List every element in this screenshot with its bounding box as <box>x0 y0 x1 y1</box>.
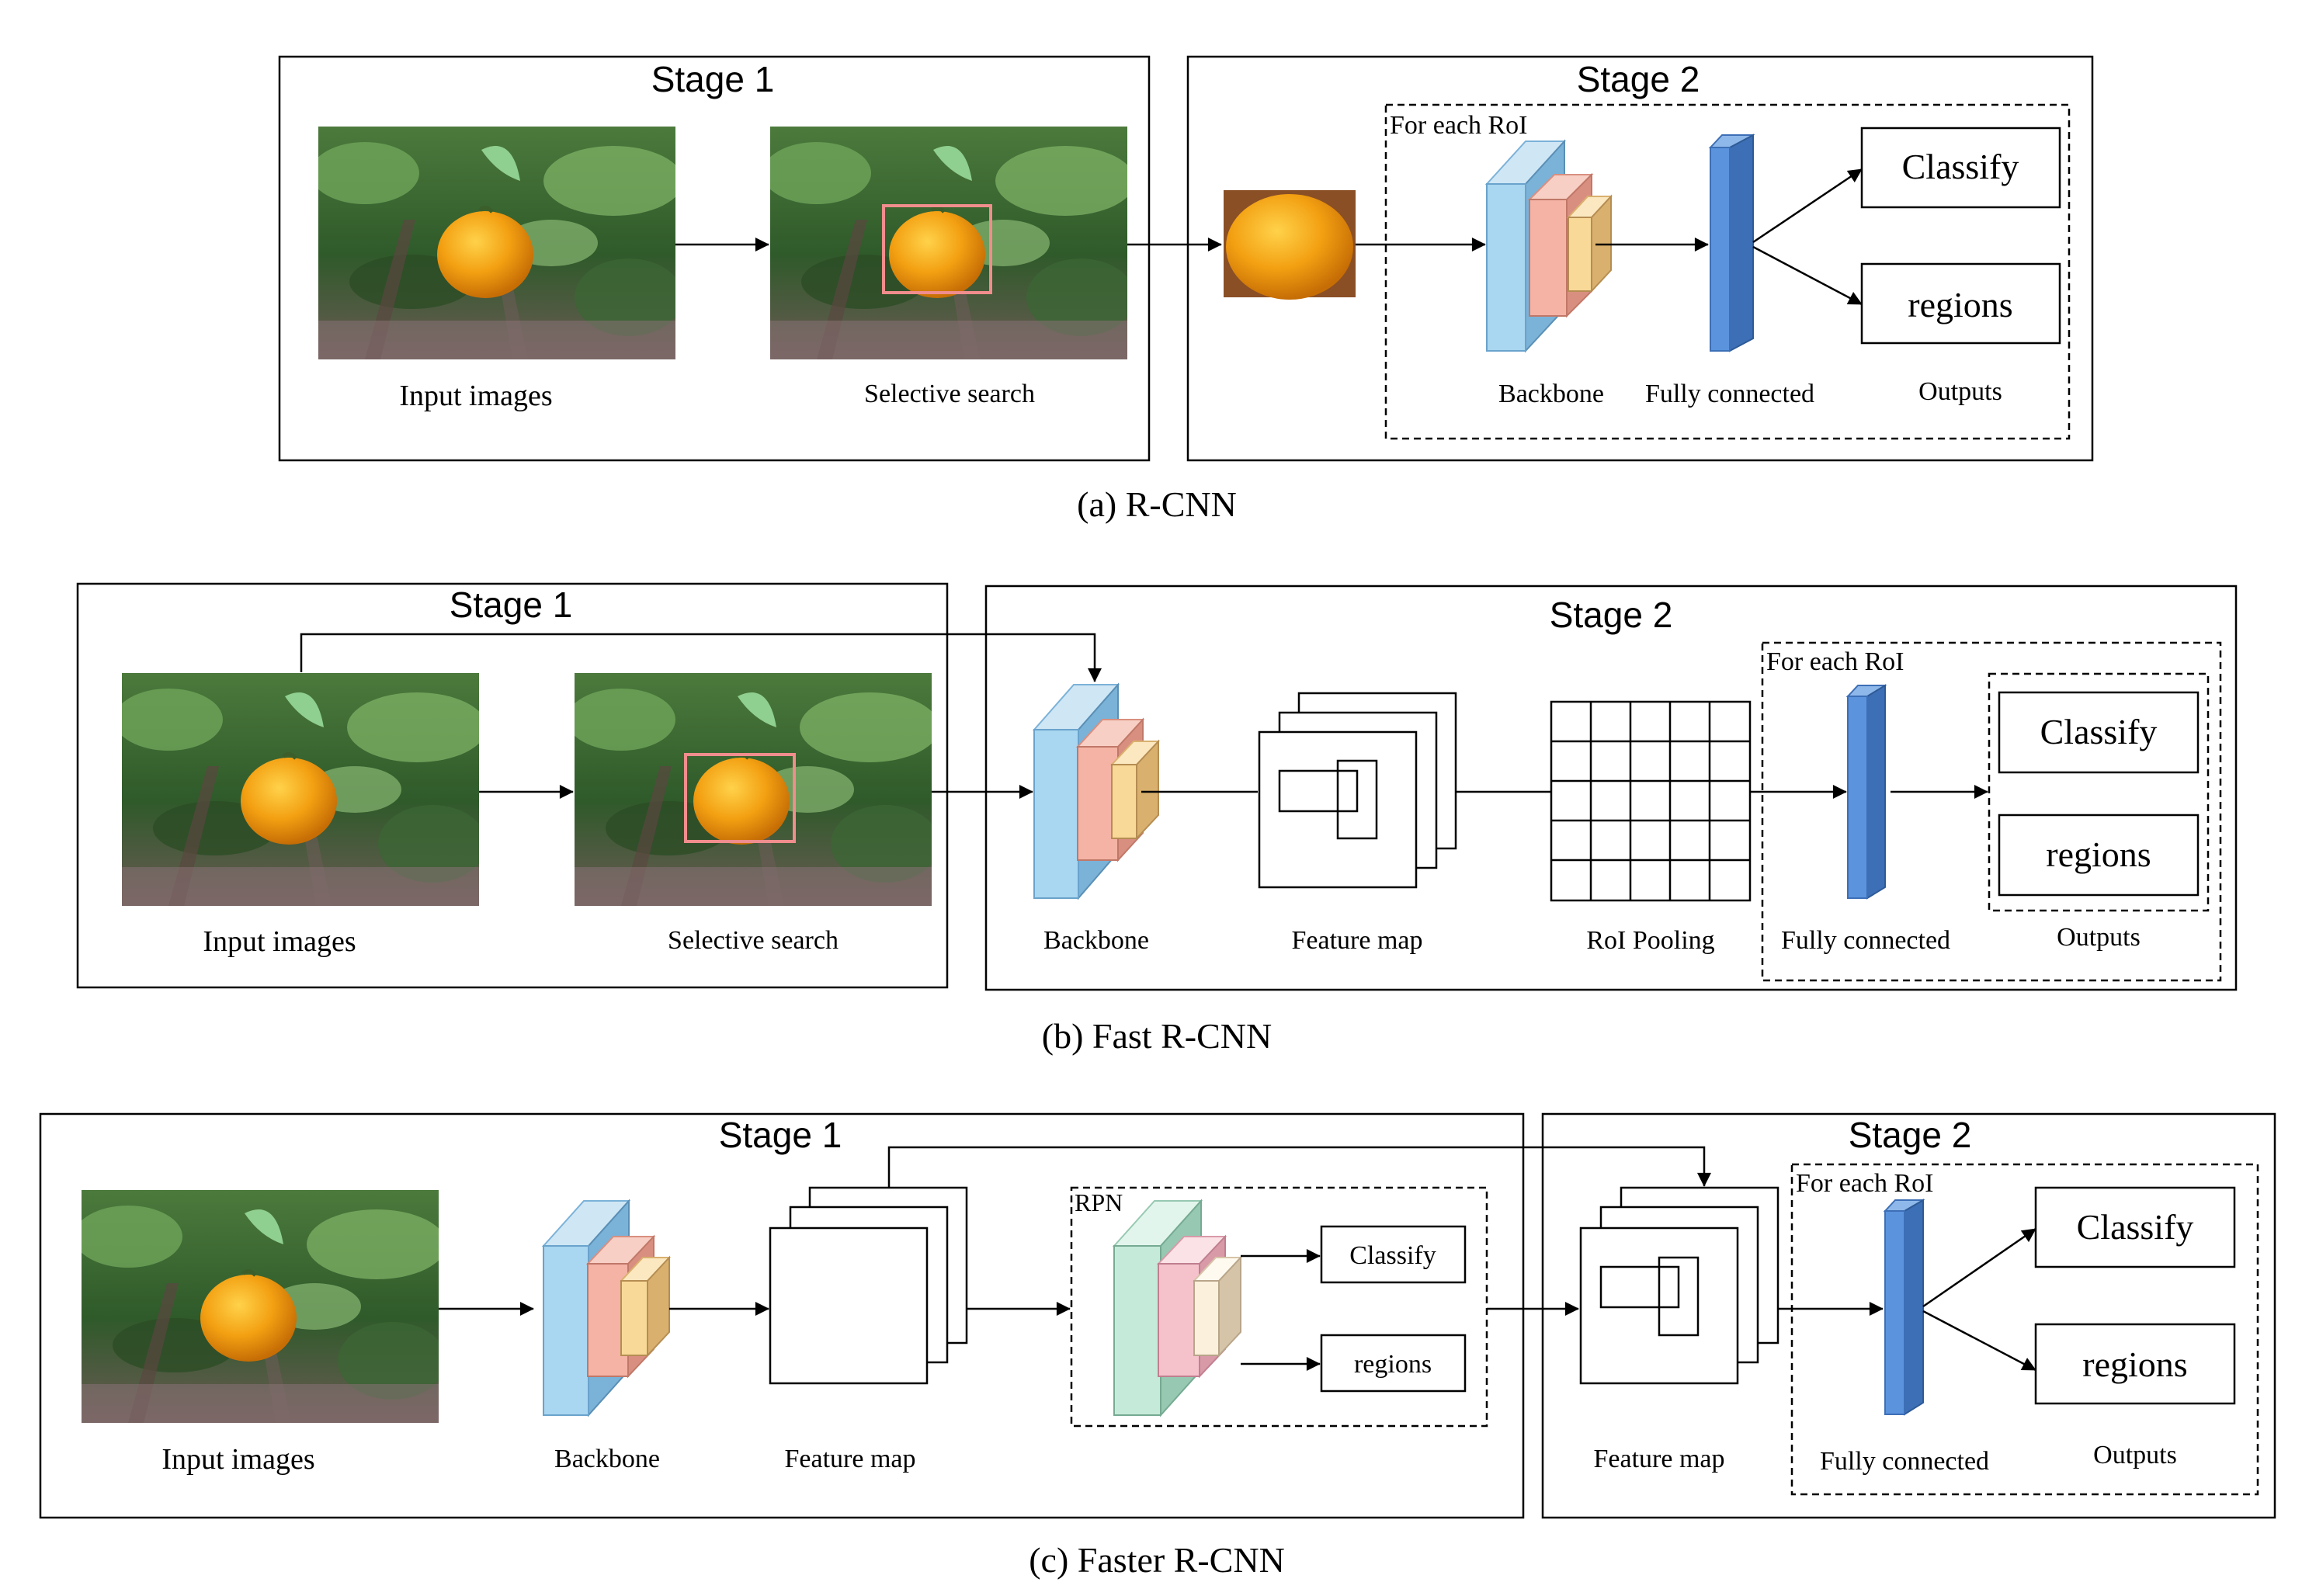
panel-b-search-image <box>567 673 939 906</box>
panel-c-rpn-regions-box <box>1320 1334 1467 1393</box>
panel-a-classify-text: Classify <box>1902 147 2019 186</box>
panel-a-input-label: Input images <box>399 380 552 412</box>
panel-a-arrow-fc-to-regions <box>1752 245 1863 306</box>
panel-a-fc-label: Fully connected <box>1645 380 1814 408</box>
panel-a-classify-box <box>1860 127 2061 209</box>
panel-a-search-image <box>762 127 1135 359</box>
panel-c-skip-arrow-feature-to-stage2 <box>887 1146 1711 1188</box>
panel-c-stage2-box <box>1541 1112 2276 1519</box>
panel-c-regions-box <box>2034 1323 2236 1405</box>
panel-a-input-image <box>311 127 683 359</box>
panel-a-backbone-label: Backbone <box>1498 380 1604 408</box>
panel-c-classify-text: Classify <box>2077 1207 2194 1247</box>
panel-b-roi-pooling-grid <box>1550 700 1752 902</box>
panel-b-outputs-label: Outputs <box>2057 923 2141 952</box>
panel-b-roi-highlight <box>684 753 796 843</box>
panel-a-roi-highlight <box>882 204 992 294</box>
panel-b-stage2-title: Stage 2 <box>1550 595 1673 635</box>
panel-c-rpn-classify-box <box>1320 1225 1467 1284</box>
panel-b-stage1-title: Stage 1 <box>450 585 573 625</box>
panel-c-rpn-classify-text: Classify <box>1349 1241 1436 1270</box>
panel-b-input-image <box>114 673 487 906</box>
panel-a-search-label: Selective search <box>864 380 1035 408</box>
panel-b-search-label: Selective search <box>668 926 839 955</box>
panel-b-fc-label: Fully connected <box>1781 926 1950 955</box>
panel-a-backbone-block <box>1484 139 1613 353</box>
panel-a-stage2-title: Stage 2 <box>1577 59 1700 99</box>
panel-b-backbone-block <box>1032 682 1161 900</box>
panel-a-stage2-box <box>1186 55 2094 462</box>
panel-b-feature-label: Feature map <box>1292 926 1423 955</box>
panel-b-outputs-dashed-box <box>1988 672 2210 912</box>
panel-a-roi-dashed-box <box>1384 103 2071 440</box>
panel-b-roi-dashed-box <box>1761 641 2222 982</box>
panel-c-rpn-label: RPN <box>1075 1188 1123 1216</box>
panel-c-fc-block <box>1883 1199 1925 1416</box>
panel-a-rcnn: Stage 1 Stage 2 Input images Selective s… <box>278 55 2094 524</box>
panel-a-caption: (a) R-CNN <box>1077 484 1237 524</box>
panel-c-backbone-label: Backbone <box>554 1445 660 1473</box>
panel-b-backbone-label: Backbone <box>1043 926 1149 955</box>
panel-c-arrow-fc-to-regions <box>1922 1310 2036 1372</box>
panel-a-roi-box-label: For each RoI <box>1390 111 1528 140</box>
panel-c-roi-dashed-box <box>1790 1163 2259 1496</box>
panel-b-skip-arrow-input-to-backbone <box>300 633 1102 682</box>
panel-b-input-label: Input images <box>203 925 356 958</box>
panel-a-outputs-label: Outputs <box>1918 377 2002 406</box>
panel-a-regions-text: regions <box>1908 285 2012 324</box>
panel-c-fc-label: Fully connected <box>1820 1447 1989 1476</box>
panel-a-stage1-box <box>278 55 1151 462</box>
panel-c-caption: (c) Faster R-CNN <box>1029 1540 1285 1580</box>
panel-b-pooling-label: RoI Pooling <box>1586 926 1714 955</box>
panel-c-outputs-label: Outputs <box>2093 1441 2177 1469</box>
panel-a-cropped-roi <box>1224 190 1356 300</box>
panel-a-fc-block <box>1708 134 1755 352</box>
panel-a-regions-box <box>1860 262 2061 345</box>
panel-b-regions-text: regions <box>2046 834 2151 874</box>
panel-c-backbone-block <box>541 1199 672 1417</box>
panel-c-input-label: Input images <box>161 1443 314 1476</box>
panel-c-rpn-regions-text: regions <box>1354 1350 1432 1379</box>
panel-b-fc-block <box>1845 684 1887 900</box>
panel-b-roi-box-label: For each RoI <box>1766 647 1904 676</box>
panel-c-stage2-feature-map-stack <box>1579 1186 1779 1385</box>
panel-c-input-image <box>74 1190 446 1423</box>
panel-c-feature2-label: Feature map <box>1594 1445 1725 1473</box>
panel-c-classify-box <box>2034 1186 2236 1268</box>
panel-b-regions-box <box>1998 814 2200 897</box>
panel-c-feature-label: Feature map <box>785 1445 916 1473</box>
panel-b-feature-map-stack <box>1258 692 1457 889</box>
panel-c-rpn-dashed-box <box>1070 1186 1488 1428</box>
panel-a-arrow-fc-to-classify <box>1752 168 1863 244</box>
panel-c-stage2-title: Stage 2 <box>1849 1115 1972 1155</box>
panel-b-caption: (b) Fast R-CNN <box>1042 1016 1272 1056</box>
panel-b-classify-text: Classify <box>2040 712 2158 751</box>
panel-b-fast-rcnn: Stage 1 Stage 2 Input images Selective s… <box>76 582 2238 1056</box>
panel-c-roi-box-label: For each RoI <box>1796 1169 1934 1198</box>
panel-b-stage2-box <box>984 585 2238 991</box>
panel-c-stage1-box <box>39 1112 1525 1519</box>
panel-c-rpn-network-block <box>1112 1199 1243 1417</box>
panel-c-stage1-title: Stage 1 <box>719 1115 842 1155</box>
panel-c-feature-map-stack <box>769 1186 968 1385</box>
panel-c-regions-text: regions <box>2082 1344 2187 1384</box>
panel-b-classify-box <box>1998 691 2200 774</box>
panel-a-stage1-title: Stage 1 <box>651 59 775 99</box>
panel-c-faster-rcnn: Stage 1 Stage 2 Input images Backbone Fe… <box>39 1112 2276 1580</box>
panel-b-stage1-box <box>76 582 949 989</box>
panel-c-arrow-fc-to-classify <box>1922 1227 2036 1308</box>
